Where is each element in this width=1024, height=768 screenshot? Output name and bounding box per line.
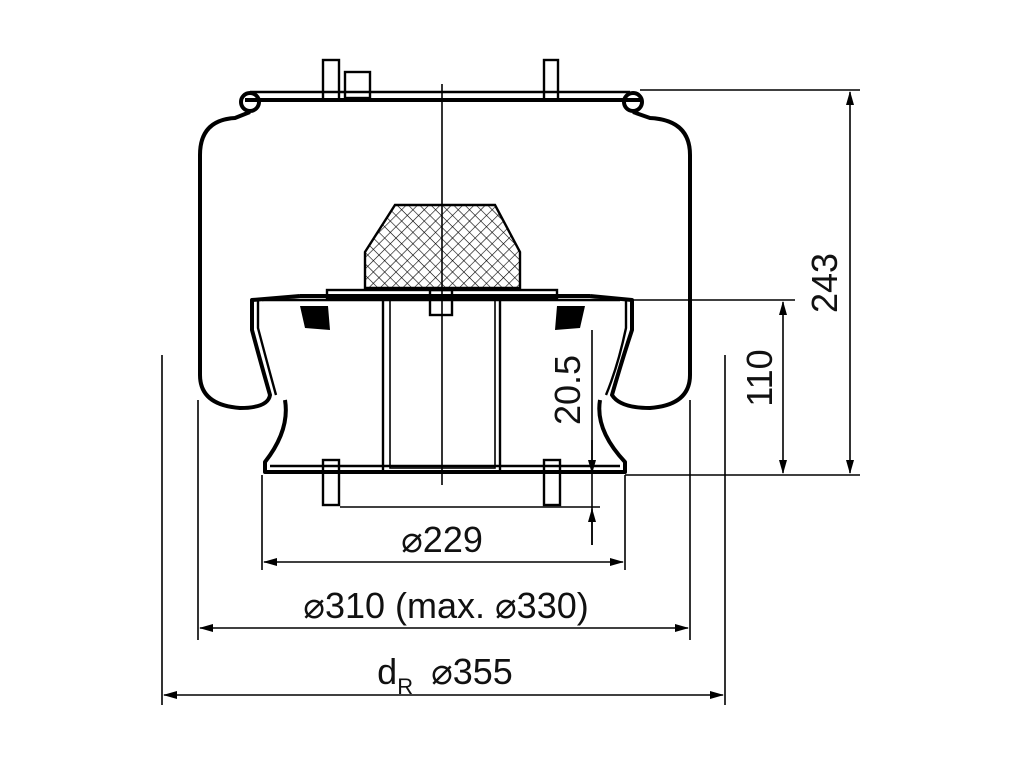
label-243: 243 — [804, 253, 845, 313]
extension-lines — [161, 89, 860, 705]
label-dia-229: ⌀229 — [401, 519, 483, 560]
label-dr-355: dR⌀355 — [377, 651, 513, 699]
label-dia-310: ⌀310 (max. ⌀330) — [303, 585, 588, 626]
rubber-bellow — [198, 110, 692, 410]
piston — [262, 288, 627, 507]
label-110: 110 — [739, 349, 780, 406]
label-20-5: 20.5 — [547, 355, 588, 425]
